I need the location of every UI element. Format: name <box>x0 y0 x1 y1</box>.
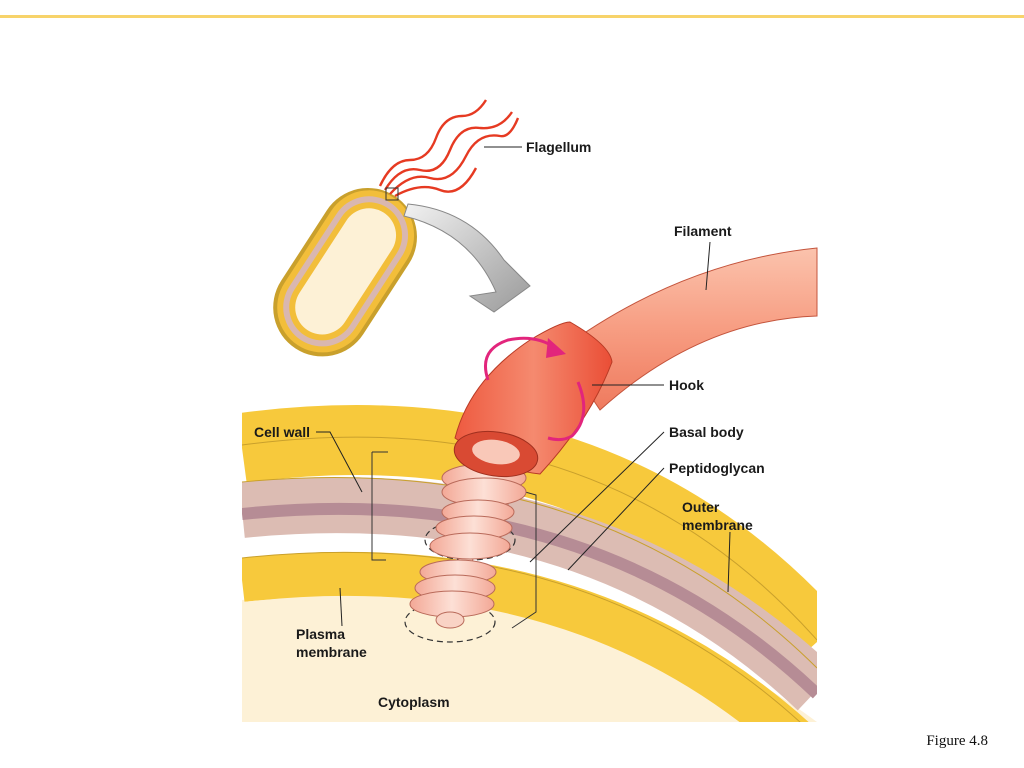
zoom-arrow <box>403 203 531 313</box>
label-filament: Filament <box>674 223 732 239</box>
plasma-membrane-layer <box>242 551 809 722</box>
label-outer-membrane-line1: Outer <box>682 499 720 515</box>
label-flagellum: Flagellum <box>526 139 591 155</box>
label-hook: Hook <box>669 377 704 393</box>
hook <box>453 321 613 478</box>
flagellum-strands <box>378 99 520 198</box>
label-cell-wall: Cell wall <box>254 424 310 440</box>
label-outer-membrane-line2: membrane <box>682 517 753 533</box>
label-plasma-membrane-line1: Plasma <box>296 626 345 642</box>
filament <box>559 247 818 411</box>
label-basal-body: Basal body <box>669 424 744 440</box>
figure-caption: Figure 4.8 <box>926 733 988 749</box>
rotation-arrow <box>484 336 586 442</box>
bacterium-cell <box>273 187 417 357</box>
top-accent-rule <box>0 15 1024 18</box>
outer-membrane-layer <box>242 405 817 666</box>
label-peptidoglycan: Peptidoglycan <box>669 460 765 476</box>
label-plasma-membrane-line2: membrane <box>296 644 367 660</box>
label-cytoplasm: Cytoplasm <box>378 694 450 710</box>
